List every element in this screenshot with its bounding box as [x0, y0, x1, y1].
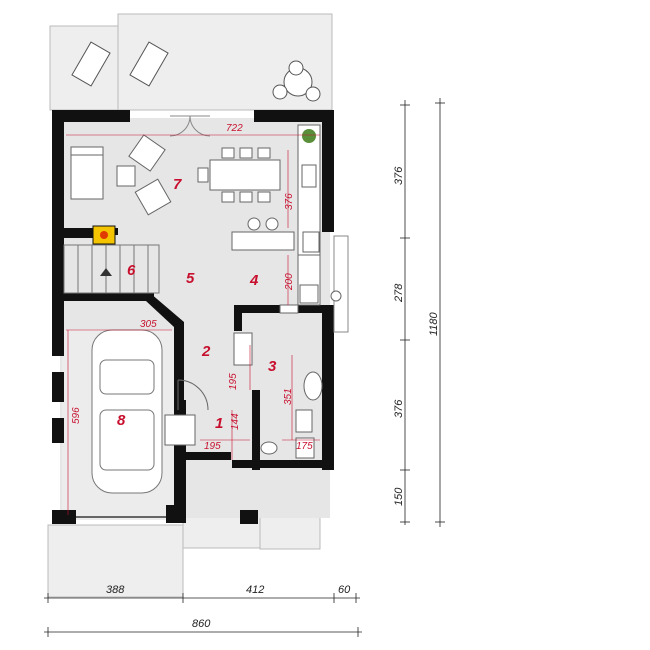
garden-table-set — [272, 60, 321, 102]
ext-dim-right-1: 376 — [393, 166, 405, 185]
entrance-door — [177, 379, 209, 411]
dim-376-inner: 376 — [284, 193, 295, 210]
dim-175: 175 — [296, 441, 313, 452]
ext-dim-bottom-total: 860 — [192, 618, 211, 630]
plant-icon — [302, 129, 316, 143]
exterior-dimension-lines — [44, 98, 445, 637]
dim-195-horizontal: 195 — [204, 441, 221, 452]
staircase — [63, 244, 160, 294]
sun-lounger-1 — [71, 41, 111, 87]
fire-icon — [100, 231, 108, 239]
dim-305: 305 — [140, 319, 157, 330]
appliance-icon — [330, 290, 342, 302]
room-number-3: 3 — [268, 358, 277, 375]
room-number-1: 1 — [215, 415, 223, 432]
dim-351: 351 — [283, 388, 294, 405]
dim-195-vertical: 195 — [228, 373, 239, 390]
room-number-6: 6 — [127, 262, 136, 279]
side-window — [333, 235, 349, 333]
dim-596: 596 — [71, 407, 82, 424]
bathroom-fixtures — [260, 371, 323, 459]
ext-dim-bottom-1: 388 — [106, 584, 125, 596]
room-number-2: 2 — [201, 343, 211, 360]
storage-cabinet — [233, 332, 253, 366]
fridge — [302, 231, 320, 253]
room-number-5: 5 — [186, 270, 195, 287]
ext-dim-right-total: 1180 — [428, 311, 440, 336]
dim-144: 144 — [230, 413, 241, 430]
sink — [301, 164, 317, 188]
driveway-paving — [47, 524, 184, 598]
entrance-step — [164, 414, 196, 446]
ext-dim-right-3: 376 — [393, 399, 405, 418]
wardrobe — [279, 304, 299, 314]
armchair-2 — [134, 178, 172, 216]
dining-set — [197, 147, 281, 203]
ext-dim-bottom-2: 412 — [246, 584, 264, 596]
ext-dim-bottom-3: 60 — [338, 584, 351, 596]
armchair — [128, 134, 166, 172]
ext-dim-right-4: 150 — [393, 487, 405, 506]
walls — [52, 110, 334, 524]
room-number-4: 4 — [249, 272, 259, 289]
ext-dim-right-2: 278 — [393, 283, 405, 303]
terrace-door — [169, 115, 211, 137]
coffee-table — [116, 165, 136, 187]
stove — [299, 284, 319, 304]
room-number-7: 7 — [173, 176, 182, 193]
room-number-8: 8 — [117, 412, 126, 429]
dim-722: 722 — [226, 123, 243, 134]
dimension-lines — [66, 134, 320, 515]
stairs-arrow-icon — [100, 268, 112, 276]
sofa — [70, 146, 104, 200]
dim-200: 200 — [284, 273, 295, 291]
car-icon — [91, 329, 163, 494]
sun-lounger-2 — [129, 41, 169, 87]
